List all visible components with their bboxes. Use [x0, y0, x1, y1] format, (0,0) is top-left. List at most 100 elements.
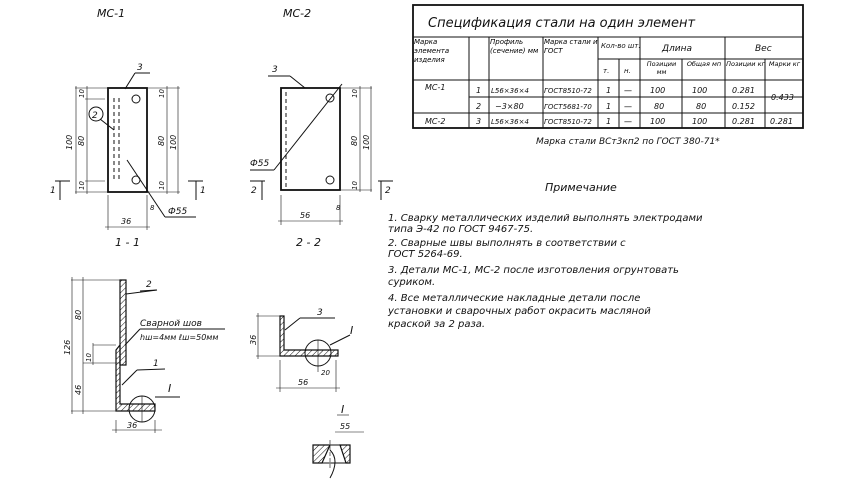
table-row: МС-2 3 L56×36×4 ГОСТ8510-72 1 — 100 100 …	[425, 117, 793, 126]
pos-label: 3	[137, 63, 143, 73]
cell-w-mark: 0.433	[771, 93, 794, 102]
dim-label: 56	[298, 378, 308, 387]
header-qty-n: н.	[624, 67, 631, 75]
detail-i: I 55	[312, 403, 364, 479]
cell-profile: −3×80	[495, 102, 524, 111]
dim-label: 36	[249, 335, 258, 345]
cut-mark: 2	[385, 186, 391, 196]
dim-label: 10	[85, 353, 93, 362]
weld-params: hш=4мм ℓш=50мм	[140, 333, 218, 342]
header-weight: Вес	[755, 44, 772, 54]
cut-mark: 2	[251, 186, 257, 196]
mc2-plate	[280, 87, 341, 191]
dim-label: 56	[300, 211, 310, 220]
cell-gost: ГОСТ5681-70	[544, 103, 592, 111]
dim-label: 10	[351, 89, 359, 98]
dim-label: 80	[74, 310, 83, 320]
cell-n: —	[624, 117, 632, 126]
table-row: МС-1 1 L56×36×4 ГОСТ8510-72 1 — 100 100 …	[425, 83, 794, 102]
cell-t: 1	[606, 86, 611, 95]
cut-mark: 1	[200, 186, 206, 196]
detail-mark: I	[168, 382, 171, 395]
hole-icon	[325, 93, 335, 103]
note-line: 4. Все металлические накладные детали по…	[388, 293, 640, 304]
header-len-total: Общая мп	[686, 60, 722, 68]
hole-icon	[325, 175, 335, 185]
cell-pos: 3	[476, 117, 481, 126]
header-mark: Марка элемента изделия	[414, 38, 450, 64]
header-steel: Марка стали и ГОСТ	[544, 38, 598, 55]
dim-label: 55	[340, 422, 350, 431]
notes: Примечание 1. Сварку металлических издел…	[387, 181, 703, 330]
cell-len-total: 100	[692, 86, 707, 95]
cell-len-pos: 100	[650, 117, 665, 126]
header-len-pos: Позиции мм	[646, 60, 677, 76]
cell-len-total: 100	[692, 117, 707, 126]
mc1-front-view: МС-1 3 2 Ф55 100 80 10 10 80 100 10 10 1…	[50, 7, 206, 249]
dim-label: 8	[336, 204, 341, 212]
pos-label: 1	[153, 359, 159, 369]
pos-label: 3	[317, 308, 323, 318]
cell-n: —	[624, 86, 632, 95]
header-qty-t: т.	[603, 67, 609, 75]
spec-table: Спецификация стали на один элемент Марка…	[412, 4, 804, 147]
cell-w-pos: 0.152	[732, 102, 755, 111]
cell-w-mark: 0.281	[770, 117, 793, 126]
cell-profile: L56×36×4	[491, 118, 529, 126]
header-w-pos: Позиции кг	[726, 60, 765, 68]
mc1-title: МС-1	[97, 7, 125, 20]
dim-label: 20	[321, 369, 330, 377]
mc1-plate	[107, 87, 148, 193]
dim-label: 100	[169, 135, 178, 150]
cell-mark: МС-2	[425, 117, 445, 126]
mc2-title: МС-2	[283, 7, 311, 20]
notes-title: Примечание	[545, 181, 617, 194]
cell-gost: ГОСТ8510-72	[544, 87, 592, 95]
weld-label: Сварной шов	[140, 319, 202, 329]
cell-mark: МС-1	[425, 83, 445, 92]
hole-icon	[131, 94, 141, 104]
header-length: Длина	[661, 44, 692, 54]
dim-label: 80	[350, 136, 359, 146]
cell-profile: L56×36×4	[491, 87, 529, 95]
dim-label: Ф55	[250, 159, 269, 169]
cut-mark: 1	[50, 186, 56, 196]
dim-label: 80	[157, 136, 166, 146]
section-2-2: 3 I 36 56 20	[249, 308, 353, 392]
cell-t: 1	[606, 117, 611, 126]
cell-pos: 2	[476, 102, 481, 111]
note-line: 1. Сварку металлических изделий выполнят…	[388, 213, 703, 224]
note-line: типа Э-42 по ГОСТ 9467-75.	[388, 224, 533, 235]
note-line: суриком.	[388, 277, 435, 288]
cell-len-pos: 100	[650, 86, 665, 95]
cell-t: 1	[606, 102, 611, 111]
pos-label: 2	[92, 111, 98, 121]
dim-label: 10	[158, 181, 166, 190]
dim-label: 10	[78, 89, 86, 98]
note-line: установки и сварочных работ окрасить мас…	[387, 305, 651, 317]
dim-label: Ф55	[168, 207, 187, 217]
dim-label: 126	[63, 340, 72, 355]
cell-w-pos: 0.281	[732, 117, 755, 126]
dim-label: 10	[78, 181, 86, 190]
table-row: 2 −3×80 ГОСТ5681-70 1 — 80 80 0.152	[476, 102, 755, 111]
section-1-1: I 2 1 Сварной шов hш=4мм ℓш=50мм 126 80 …	[63, 277, 225, 433]
dim-label: 36	[121, 217, 131, 226]
cell-n: —	[624, 102, 632, 111]
detail-mark: I	[350, 324, 353, 337]
dim-label: 10	[351, 181, 359, 190]
dim-label: 100	[65, 135, 74, 150]
header-profile: Профиль (сечение) мм	[490, 38, 539, 55]
dim-label: 36	[127, 421, 137, 430]
note-line: 2. Сварные швы выполнять в соответствии …	[388, 238, 626, 249]
section-label: 1 - 1	[115, 236, 140, 249]
cell-len-pos: 80	[654, 102, 664, 111]
mc2-front-view: МС-2 3 Ф55 80 100 10 10 2 2 56 8 2 - 2	[250, 7, 393, 249]
note-line: 3. Детали МС-1, МС-2 после изготовления …	[388, 265, 679, 276]
pos-label: 2	[146, 280, 152, 290]
detail-mark: I	[341, 403, 344, 416]
dim-label: 46	[74, 385, 83, 395]
pos-label: 3	[272, 65, 278, 75]
header-qty: Кол-во шт.	[601, 42, 641, 50]
